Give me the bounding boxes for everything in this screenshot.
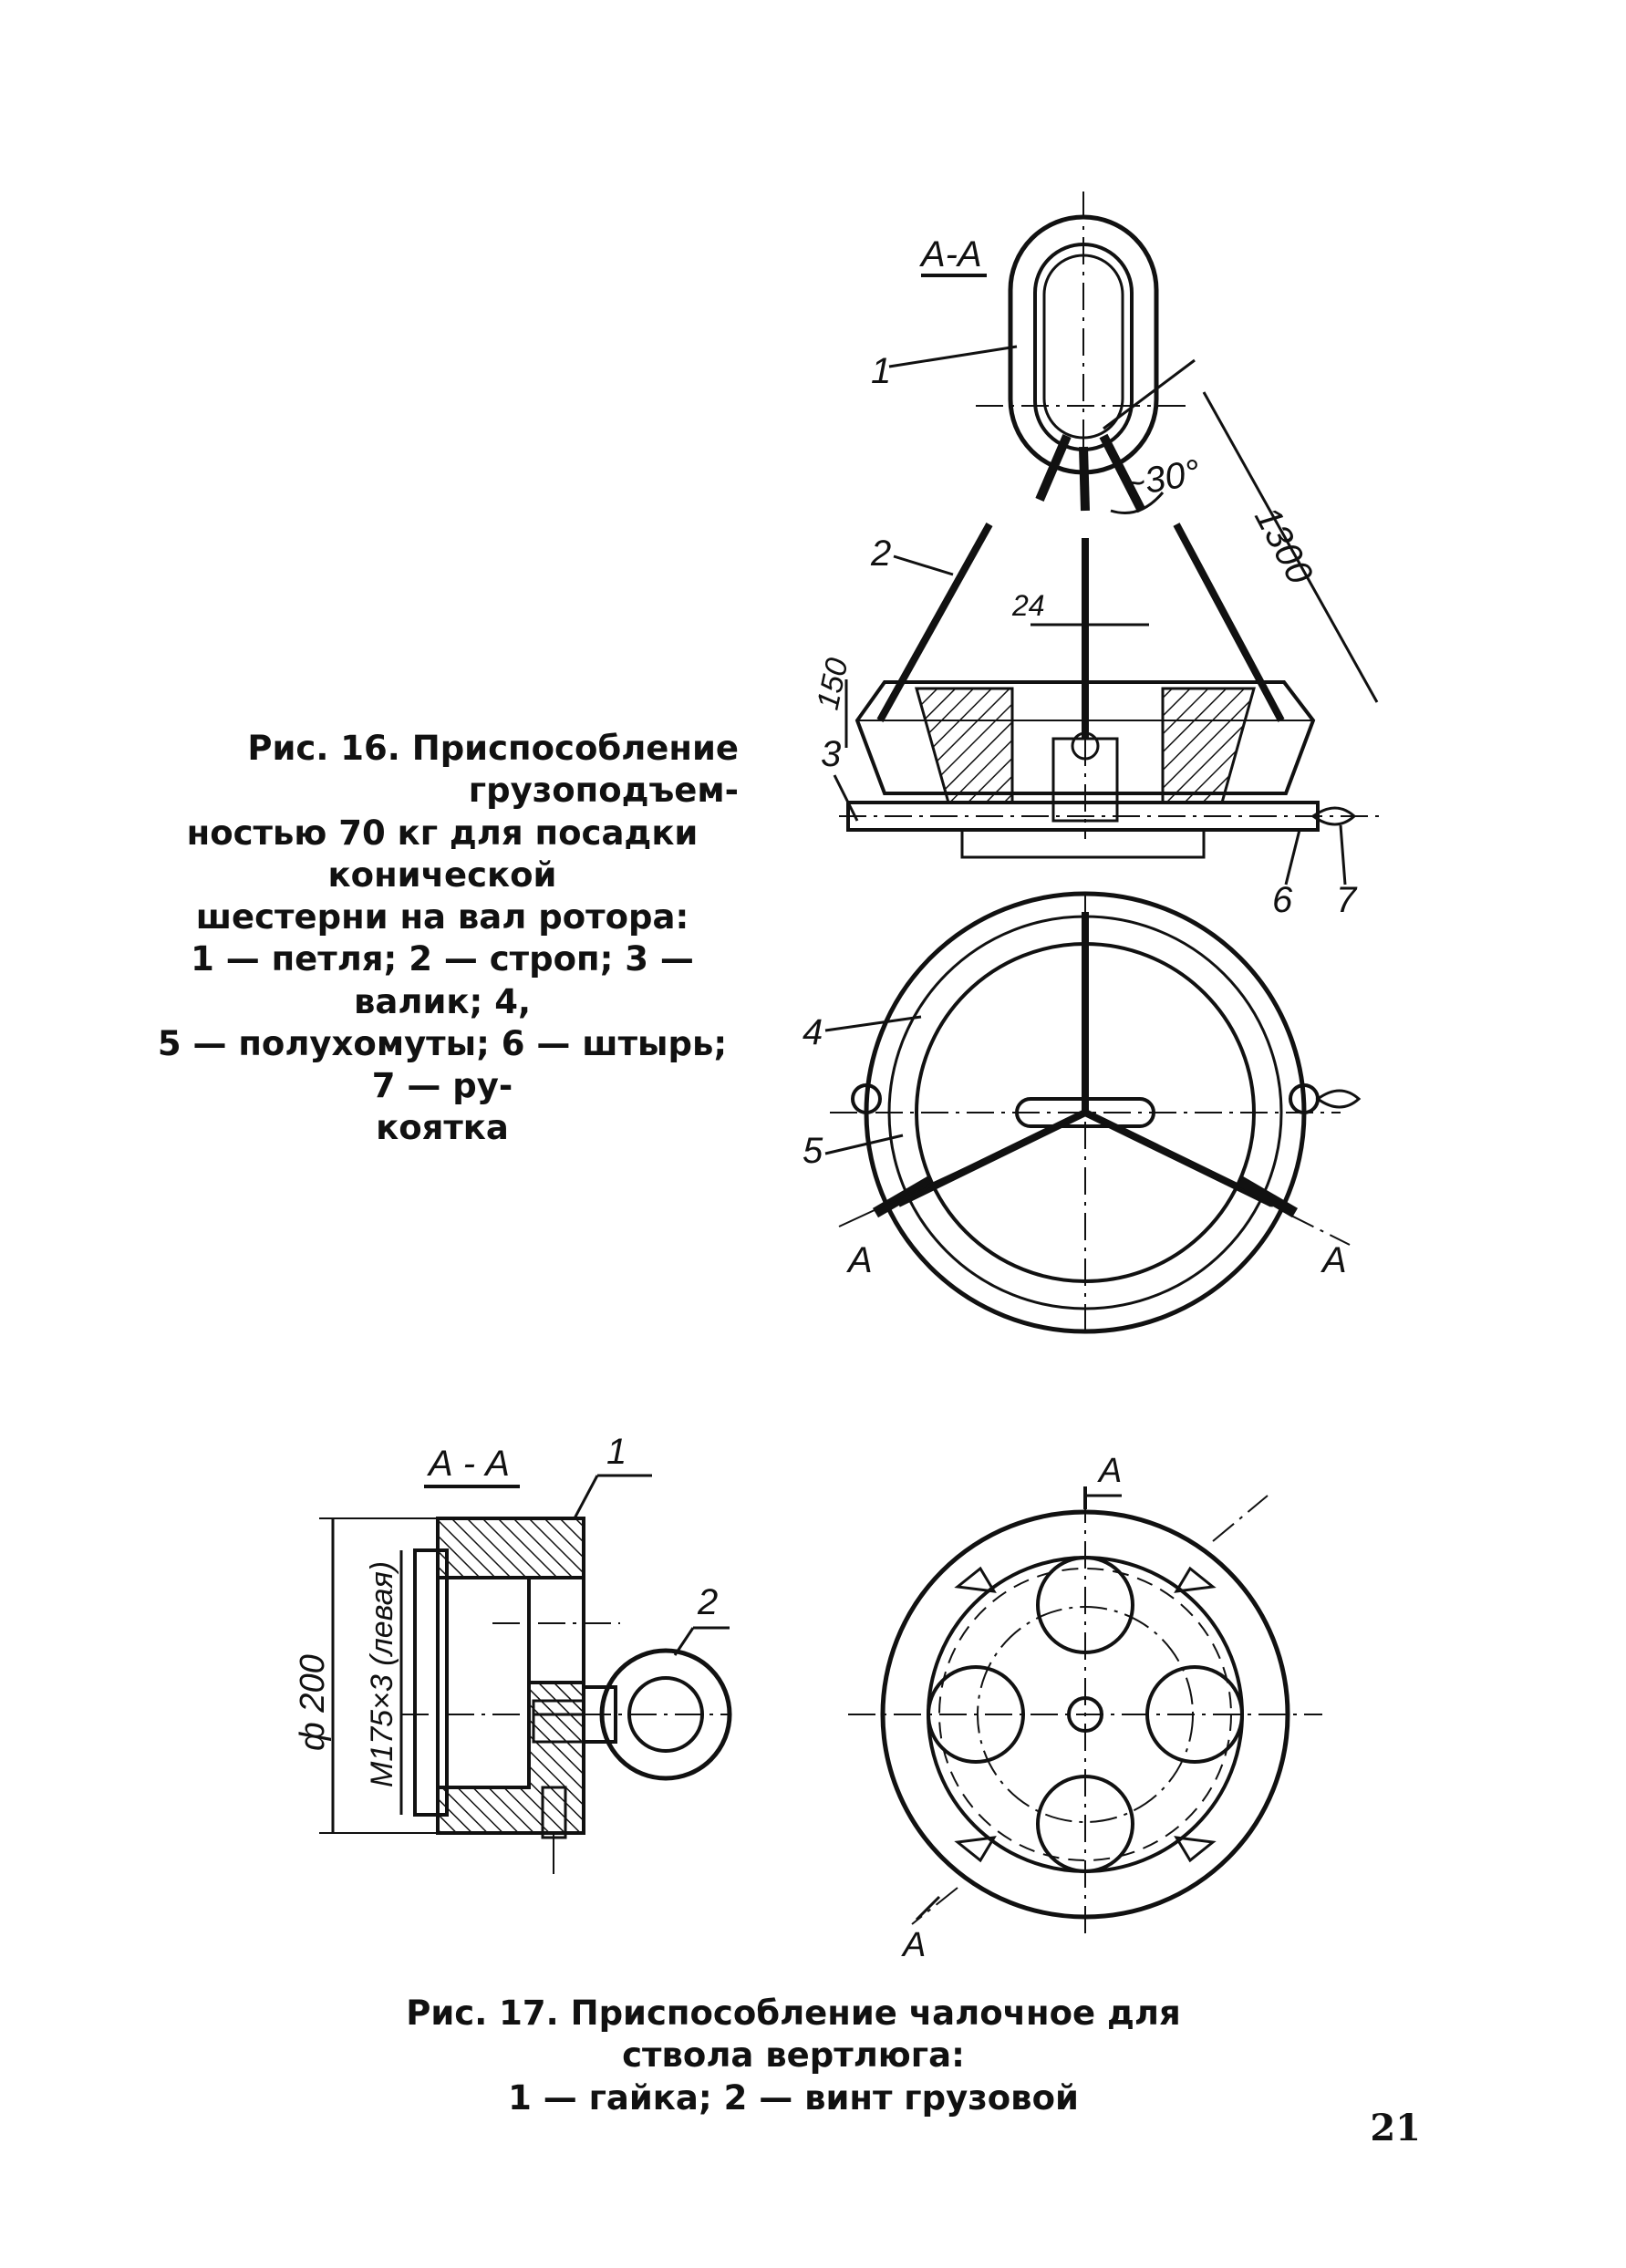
length-dimension: 1300	[1247, 501, 1320, 591]
fig17-cut-mark-bottom: A	[901, 1926, 926, 1964]
plan-view-ring	[830, 891, 1362, 1334]
thread-dimension: М175×3 (левая)	[365, 1561, 399, 1787]
cut-mark-left: A	[846, 1240, 873, 1280]
callout-5: 5	[803, 1131, 823, 1171]
figure-16-caption: Рис. 16. Приспособление грузоподъем- нос…	[146, 728, 739, 1150]
fig16-section-label: А-А	[919, 234, 982, 274]
callout-3: 3	[821, 734, 841, 774]
fig17-cut-mark-top: A	[1097, 1452, 1122, 1490]
fig16-caption-line5: 5 — полухомуты; 6 — штырь; 7 — ру-	[157, 1023, 728, 1105]
diameter-dimension: ф 200	[294, 1654, 332, 1751]
callout-1: 1	[871, 351, 891, 391]
angle-dimension: ~30°	[1121, 452, 1203, 505]
fig17-callout-1: 1	[606, 1432, 627, 1472]
height-dimension: 150	[811, 655, 855, 712]
figure-17-caption: Рис. 17. Приспособление чалочное для ств…	[347, 1993, 1240, 2119]
rod-dimension: 24	[1011, 589, 1045, 622]
fig16-caption-line2: ностью 70 кг для посадки конической	[186, 813, 699, 895]
cut-mark-right: A	[1320, 1240, 1347, 1280]
fig16-caption-line4: 1 — петля; 2 — строп; 3 — валик; 4,	[191, 939, 694, 1021]
fig17-caption-line1: Рис. 17. Приспособление чалочное для ств…	[406, 1994, 1181, 2076]
page-number: 21	[1370, 2107, 1421, 2149]
nut-section-view	[401, 1517, 730, 1874]
callout-2: 2	[870, 533, 891, 574]
sling-knots	[1035, 433, 1146, 513]
fig17-callout-2: 2	[697, 1582, 718, 1622]
fig16-caption-line1: Рис. 16. Приспособление грузоподъем-	[247, 729, 739, 811]
fig16-caption-line3: шестерни на вал ротора:	[195, 897, 689, 937]
callout-7: 7	[1336, 880, 1358, 920]
eye-bolt	[582, 1648, 732, 1781]
callout-6: 6	[1272, 880, 1293, 920]
nut-plan-view	[848, 1486, 1322, 1933]
fig17-caption-line2: 1 — гайка; 2 — винт грузовой	[508, 2077, 1079, 2118]
gear-body	[854, 680, 1316, 839]
base-rim	[839, 801, 1386, 859]
callout-4: 4	[803, 1012, 823, 1052]
fig16-caption-line6: коятка	[376, 1108, 509, 1148]
fig17-section-label: А - А	[427, 1444, 510, 1484]
